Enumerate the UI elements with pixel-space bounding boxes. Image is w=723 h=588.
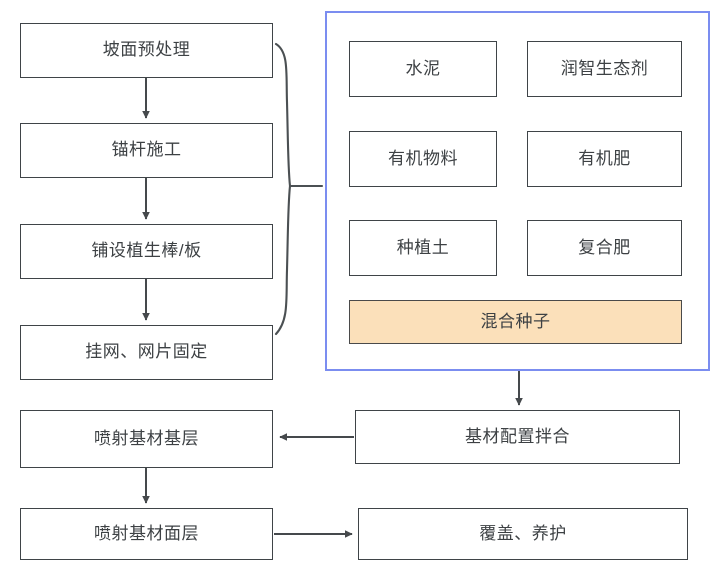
node-cover-maintenance[interactable]: 覆盖、养护 bbox=[358, 508, 688, 560]
node-label: 水泥 bbox=[405, 58, 441, 78]
node-anchor-construction[interactable]: 锚杆施工 bbox=[20, 123, 273, 178]
node-label: 有机肥 bbox=[578, 148, 631, 168]
node-label: 复合肥 bbox=[578, 237, 631, 257]
node-label: 混合种子 bbox=[480, 311, 551, 331]
node-spray-base-layer[interactable]: 喷射基材基层 bbox=[20, 410, 273, 468]
node-material-planting-soil[interactable]: 种植土 bbox=[349, 220, 497, 276]
node-label: 润智生态剂 bbox=[560, 58, 649, 78]
node-label: 锚杆施工 bbox=[111, 140, 182, 160]
node-label: 覆盖、养护 bbox=[479, 523, 567, 543]
node-label: 有机物料 bbox=[388, 148, 458, 168]
node-label: 坡面预处理 bbox=[102, 40, 191, 60]
node-material-cement[interactable]: 水泥 bbox=[349, 41, 497, 97]
node-substrate-mixing[interactable]: 基材配置拌合 bbox=[355, 410, 680, 464]
node-material-runzhi-eco-agent[interactable]: 润智生态剂 bbox=[527, 41, 682, 97]
node-material-organic-fertilizer[interactable]: 有机肥 bbox=[527, 131, 682, 187]
node-label: 种植土 bbox=[396, 237, 450, 257]
node-material-mixed-seed[interactable]: 混合种子 bbox=[349, 300, 682, 344]
node-spray-surface-layer[interactable]: 喷射基材面层 bbox=[20, 508, 273, 560]
node-lay-planting-rod[interactable]: 铺设植生棒/板 bbox=[20, 224, 273, 279]
node-material-compound-fertilizer[interactable]: 复合肥 bbox=[527, 220, 682, 276]
node-label: 喷射基材基层 bbox=[94, 428, 199, 448]
node-material-organic-material[interactable]: 有机物料 bbox=[349, 131, 497, 187]
node-slope-pretreatment[interactable]: 坡面预处理 bbox=[20, 23, 273, 78]
node-label: 喷射基材面层 bbox=[94, 523, 199, 543]
node-label: 铺设植生棒/板 bbox=[91, 241, 202, 261]
node-hang-net-fix[interactable]: 挂网、网片固定 bbox=[20, 325, 273, 380]
node-label: 基材配置拌合 bbox=[465, 426, 570, 446]
grouping-brace bbox=[274, 42, 292, 336]
substrate-materials-panel bbox=[325, 11, 710, 371]
node-label: 挂网、网片固定 bbox=[85, 342, 208, 362]
